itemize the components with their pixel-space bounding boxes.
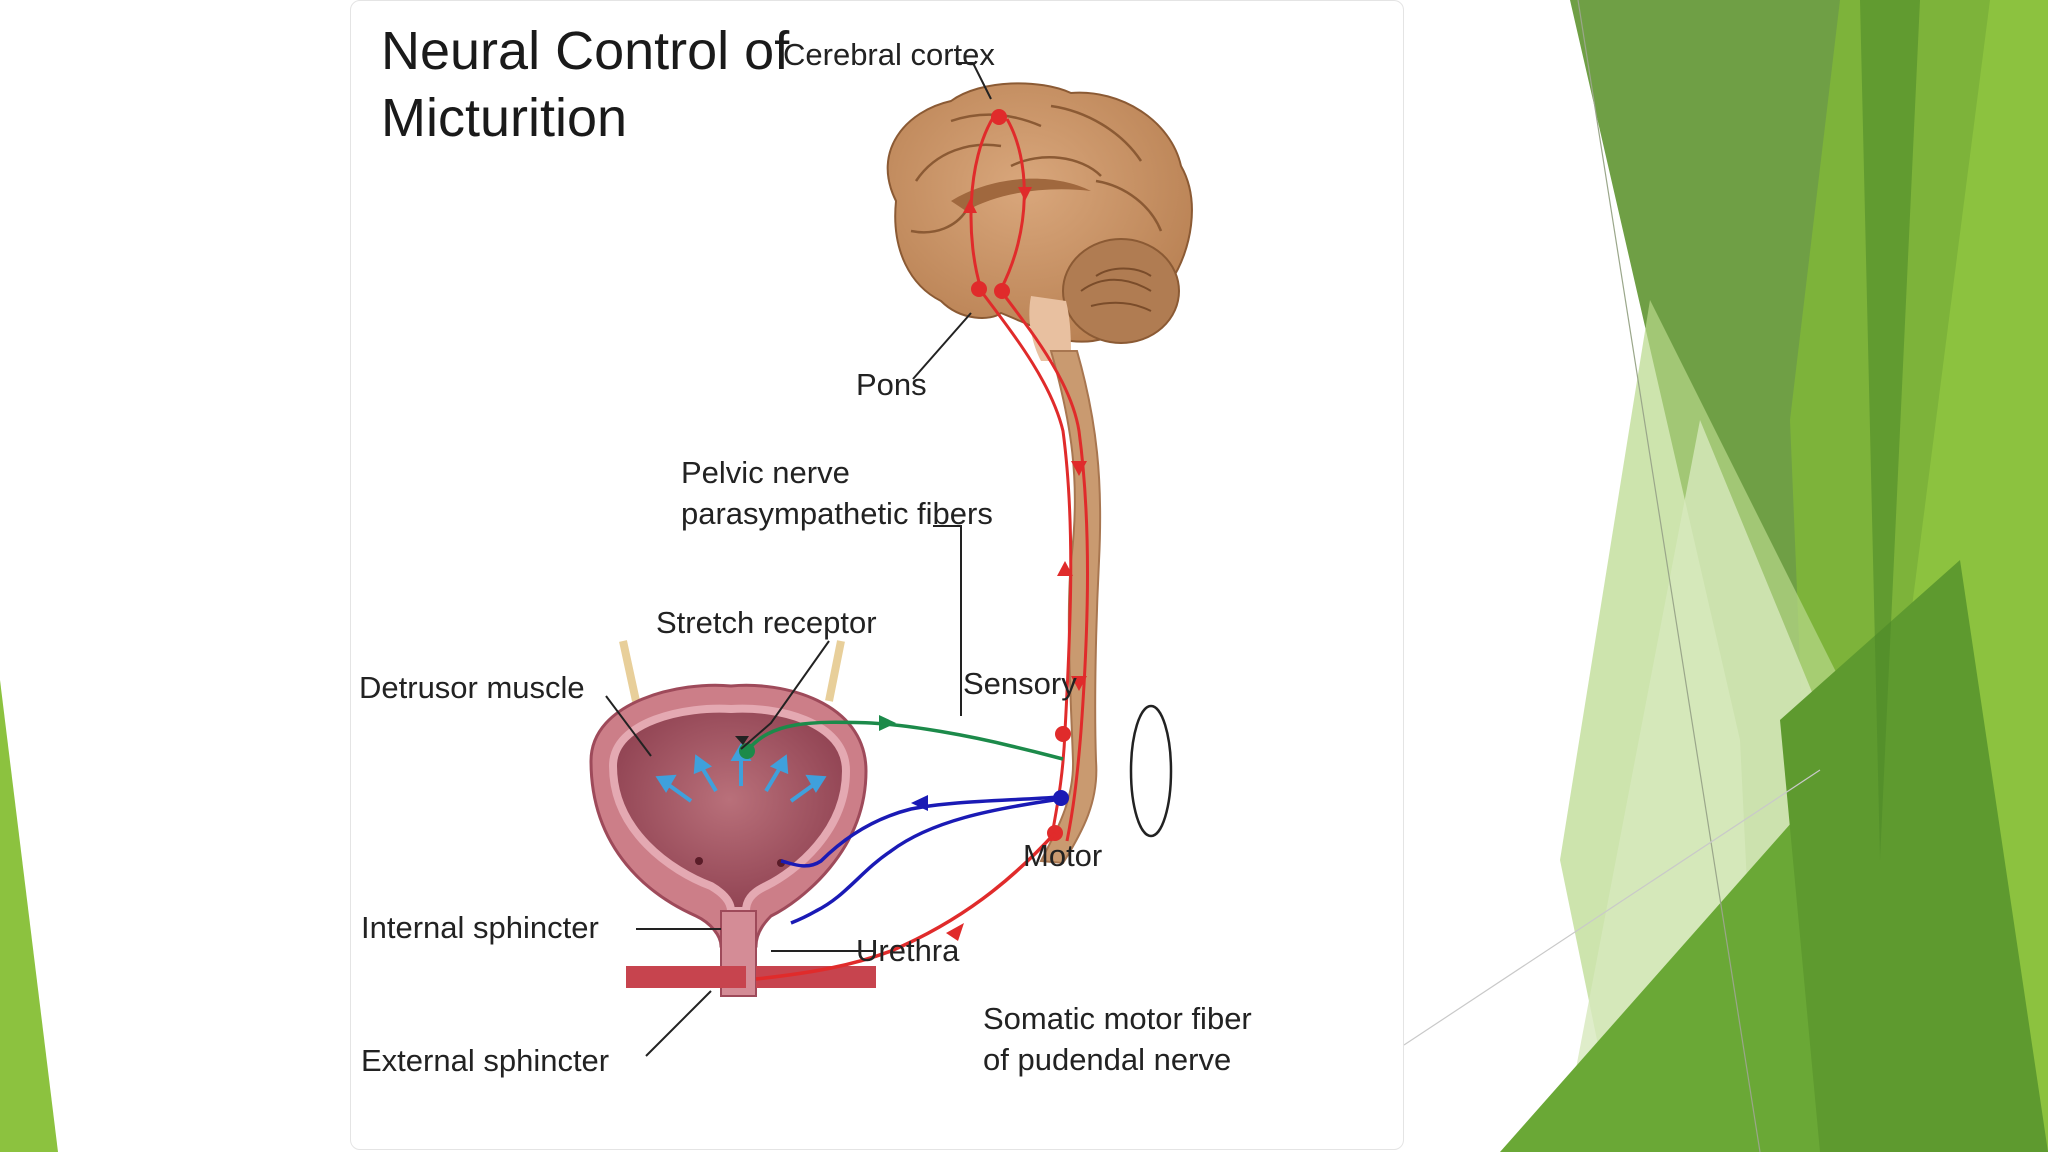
title-line-2: Micturition <box>381 88 627 148</box>
bladder-illustration <box>589 640 876 997</box>
stretch-arrows <box>655 743 827 803</box>
title-line-1: Neural Control of <box>381 21 790 81</box>
nerve-bundle-ellipse <box>1129 704 1173 838</box>
somatic-arrow <box>946 923 964 941</box>
motor-fibers <box>780 795 1062 925</box>
label-internal-sphincter: Internal sphincter <box>361 910 599 945</box>
brain-illustration <box>886 82 1193 361</box>
label-pelvic-nerve-2: parasympathetic fibers <box>681 496 993 531</box>
micturition-diagram: Neural Control of Micturition <box>359 21 1252 1078</box>
leader-arrowhead <box>735 736 749 745</box>
label-sensory: Sensory <box>963 666 1077 701</box>
pathway-nodes <box>963 109 1087 841</box>
sensory-fiber <box>745 720 1064 761</box>
motor-node <box>1053 790 1069 806</box>
label-pelvic-nerve-1: Pelvic nerve <box>681 455 850 490</box>
label-stretch-receptor: Stretch receptor <box>656 605 877 640</box>
label-detrusor-muscle: Detrusor muscle <box>359 670 585 705</box>
figure-panel: Neural Control of Micturition <box>350 0 1404 1150</box>
leader-lines <box>605 62 992 1057</box>
label-pons: Pons <box>856 367 927 402</box>
stretch-receptor-node <box>739 743 755 759</box>
somatic-fiber <box>755 831 1057 981</box>
motor-arrow <box>911 795 928 811</box>
central-pathways <box>969 115 1089 842</box>
label-somatic-1: Somatic motor fiber <box>983 1001 1252 1036</box>
sensory-arrow <box>879 715 896 731</box>
label-cerebral-cortex: Cerebral cortex <box>783 37 995 72</box>
label-motor: Motor <box>1023 838 1102 873</box>
label-urethra: Urethra <box>856 933 960 968</box>
label-somatic-2: of pudendal nerve <box>983 1042 1231 1077</box>
label-external-sphincter: External sphincter <box>361 1043 609 1078</box>
